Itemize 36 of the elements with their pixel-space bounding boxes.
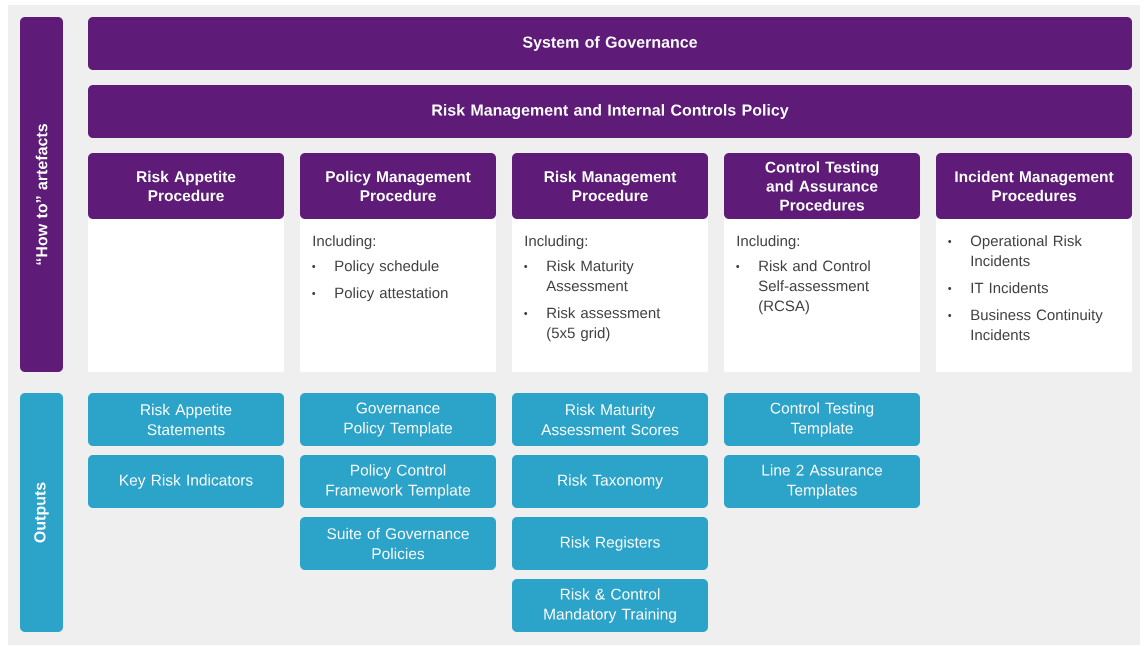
column-card: Policy Management Procedure Including: Policy schedule Policy attestation [300,153,496,372]
output-box: Line 2 Assurance Templates [724,455,920,508]
bullet-item: Policy schedule [312,260,439,275]
bullet-item: IT Incidents [948,282,1048,294]
title-bar: System of Governance [88,17,1132,70]
column-card: Incident Management Procedures Operational Risk Incidents IT Incidents Business Continuity Incidents [936,153,1132,372]
output-box: Suite of Governance Policies [300,517,496,570]
side-band: “How to” artefacts [20,17,63,372]
node-label: Incident Management Procedures [955,170,1114,202]
intro-text: Including: [737,235,800,250]
output-box: Risk Registers [512,517,708,570]
bullet-item: Risk Maturity Assessment [524,260,634,292]
bullet-item: Policy attestation [312,287,448,302]
bullet-item: Business Continuity Incidents [948,309,1103,341]
intro-text: Including: [525,235,588,250]
bullet-item: Risk and Control Self-assessment (RCSA) [736,260,870,315]
bullet-item: Operational Risk Incidents [948,235,1082,267]
bullet-item: Risk assessment (5x5 grid) [524,307,661,342]
node-label: Policy Management Procedure [326,170,471,202]
output-box: Risk Taxonomy [512,455,708,508]
column-card: Control Testing and Assurance Procedures Including: Risk and Control Self-assessment (RCSA) [724,153,920,372]
column-card: Risk Appetite Procedure [88,153,284,372]
column-card: Risk Management Procedure Including: Risk Maturity Assessment Risk assessment (5x5 grid) [512,153,708,372]
output-box: Governance Policy Template [300,393,496,446]
output-box: Control Testing Template [724,393,920,446]
node-label: Control Testing and Assurance [765,161,879,192]
side-band: Outputs [20,393,63,632]
output-box: Policy Control Framework Template [300,455,496,508]
output-box: Key Risk Indicators [88,455,284,508]
node-label: Risk Appetite Procedure [137,170,236,202]
title-bar: Risk Management and Internal Controls Policy [88,85,1132,138]
intro-text: Including: [313,235,376,250]
output-box: Risk Appetite Statements [88,393,284,446]
node-label: Risk Management Procedure [544,170,677,202]
output-box: Risk Maturity Assessment Scores [512,393,708,446]
output-box: Risk & Control Mandatory Training [512,579,708,632]
